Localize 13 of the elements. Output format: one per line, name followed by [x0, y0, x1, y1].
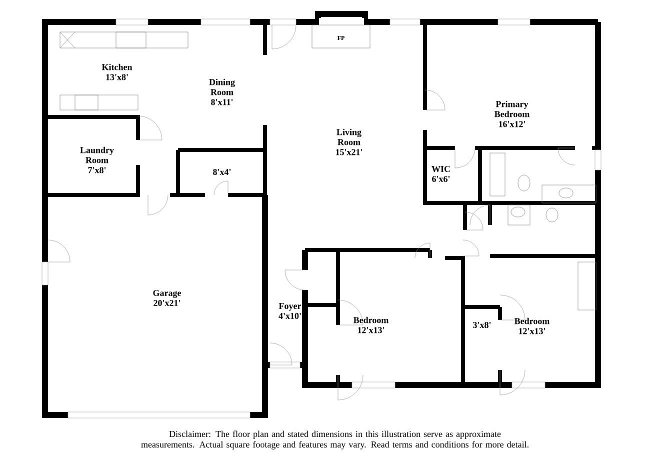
room-label: Dining Room 8'x11'	[209, 78, 235, 106]
room-label: Primary Bedroom 16'x12'	[494, 100, 530, 128]
room-label: Foyer 4'x10'	[278, 303, 302, 319]
room-label: Bedroom 12'x13'	[354, 316, 389, 334]
room-label: Living Room 15'x21'	[336, 128, 362, 156]
room-label: 3'x8'	[473, 322, 491, 328]
room-label: WIC 6'x6'	[432, 166, 450, 182]
room-label: Garage 20'x21'	[153, 290, 182, 306]
disclaimer-text: Disclaimer: The floor plan and stated dimensions in this illustration serve as approximate measurements. Actual square footage and features may vary. Read terms and conditions for more detail.	[141, 430, 528, 450]
room-label: Kitchen 13'x8'	[102, 64, 132, 80]
room-label: 8'x4'	[213, 168, 231, 176]
room-label: Bedroom 12'x13'	[514, 318, 550, 334]
room-label: Laundry Room 7'x8'	[80, 146, 114, 174]
